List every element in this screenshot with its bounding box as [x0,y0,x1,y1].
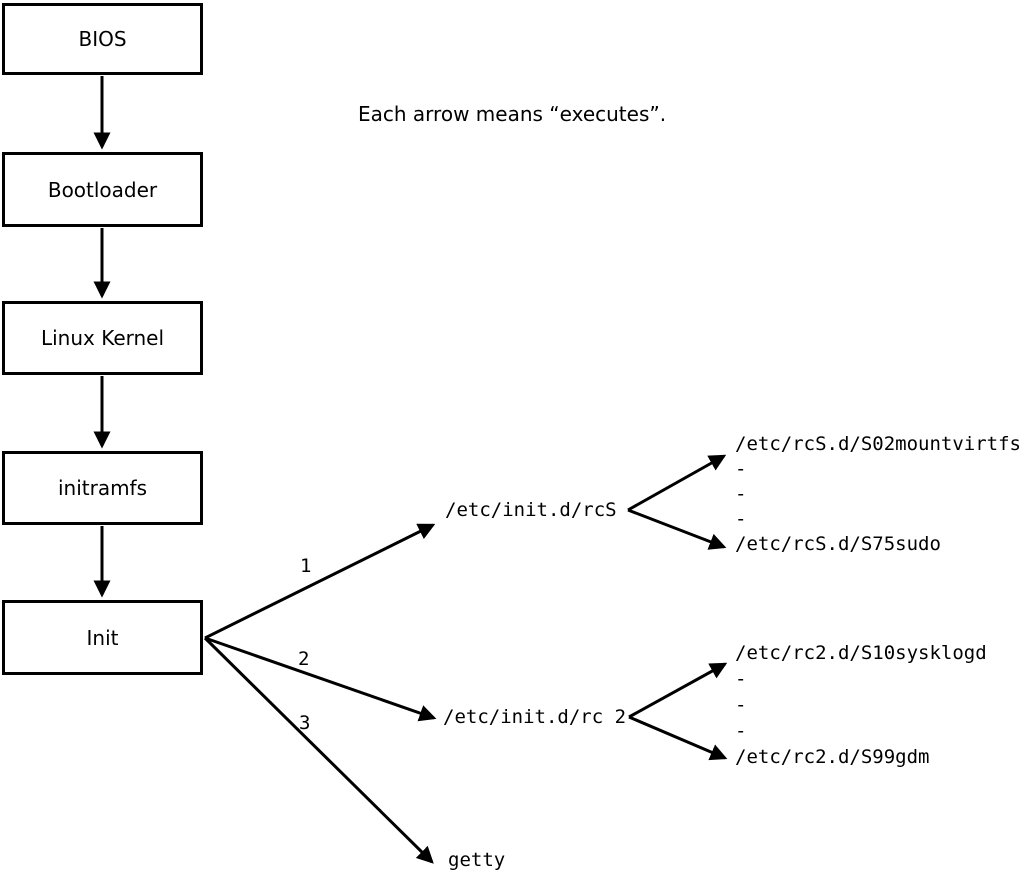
rcs-script-line: - [735,483,747,505]
arrow-rcs-to-s02mountvirtfs [627,454,727,512]
edge-label-3: 3 [299,712,311,734]
rc2-script-line: - [735,694,747,716]
rcs-script-line: - [735,508,747,530]
arrow-rc2-to-s10sysklogd [628,662,728,719]
edge-label-2: 2 [298,648,310,670]
node-init: Init [2,600,203,675]
node-bios: BIOS [2,3,203,75]
rc2-script-list: /etc/rc2.d/S10sysklogd - - - /etc/rc2.d/… [735,640,987,770]
arrow-init-to-rcs [204,523,436,640]
rc2-script-line: /etc/rc2.d/S10sysklogd [735,642,987,664]
rcs-script-list: /etc/rcS.d/S02mountvirtfs - - - /etc/rcS… [735,432,1021,557]
rc2-script-line: /etc/rc2.d/S99gdm [735,746,930,768]
arrow-rcs-to-s75sudo [627,508,727,550]
arrow-init-to-rc2 [204,636,437,722]
target-getty-label: getty [448,849,506,871]
target-rcs-label: /etc/init.d/rcS [445,499,617,521]
rcs-script-line: - [735,458,747,480]
node-initramfs: initramfs [2,451,203,525]
target-rc2-label: /etc/init.d/rc 2 [443,706,627,728]
rcs-script-line: /etc/rcS.d/S02mountvirtfs [735,433,1021,455]
node-bootloader-label: Bootloader [47,177,158,202]
node-linux-kernel-label: Linux Kernel [40,326,165,350]
arrow-init-to-getty [203,636,434,864]
node-bootloader: Bootloader [2,152,203,227]
node-bios-label: BIOS [78,27,127,51]
rc2-script-line: - [735,668,747,690]
caption: Each arrow means “executes”. [358,102,667,126]
rc2-script-line: - [735,720,747,742]
edge-label-1: 1 [300,555,312,577]
rcs-script-line: /etc/rcS.d/S75sudo [735,533,941,555]
node-initramfs-label: initramfs [57,476,148,500]
arrow-rc2-to-s99gdm [628,715,728,761]
node-linux-kernel: Linux Kernel [2,301,203,375]
node-init-label: Init [86,625,119,650]
